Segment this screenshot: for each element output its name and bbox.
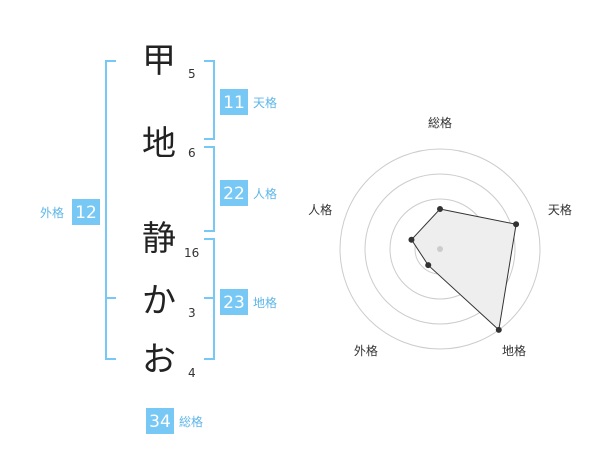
badge-gaikaku-box	[72, 199, 100, 225]
stroke-count-3: 16	[184, 246, 199, 260]
name-char-3: 静	[142, 219, 176, 259]
name-char-2: 地	[142, 124, 176, 164]
badge-jinkaku: 22 人格	[220, 180, 277, 206]
radar-polygon	[410, 208, 517, 331]
radar-axis-label-5: 人格	[308, 202, 332, 217]
badge-soukaku-box	[146, 408, 174, 434]
radar-center-dot	[437, 246, 443, 252]
radar-ring-3	[364, 173, 516, 325]
badge-gaikaku: 12 外格	[40, 199, 100, 225]
soukaku-value: 34	[149, 412, 171, 432]
radar-axis-label-3: 地格	[502, 343, 526, 358]
radar-point-4	[425, 262, 432, 269]
brackets	[105, 60, 215, 360]
radar-point-1	[437, 206, 443, 212]
tenkaku-value: 11	[223, 93, 245, 113]
badge-chikaku-box	[220, 289, 248, 315]
radar-point-3	[495, 326, 502, 333]
radar-axis-label-1: 総格	[428, 115, 452, 130]
chikaku-value: 23	[223, 293, 245, 313]
stroke-count-4: 3	[188, 306, 196, 320]
stroke-count-5: 4	[188, 366, 196, 380]
radar-ring-4	[339, 148, 541, 350]
chikaku-label: 地格	[253, 295, 277, 310]
radar-point-5	[408, 236, 415, 243]
badge-tenkaku-box	[220, 89, 248, 115]
badge-jinkaku-box	[220, 180, 248, 206]
badge-chikaku: 23 地格	[220, 289, 277, 315]
radar-axis-label-2: 天格	[548, 202, 572, 217]
badge-tenkaku: 11 天格	[220, 89, 277, 115]
name-breakdown: 甲 地 静 か お 5 6 16 3 4 11 天格 22 人格	[40, 41, 277, 434]
soukaku-label: 総格	[179, 414, 203, 429]
gaikaku-value: 12	[75, 203, 97, 223]
radar-points	[408, 206, 520, 333]
name-char-1: 甲	[142, 41, 176, 81]
badge-soukaku: 34 総格	[146, 408, 203, 434]
bracket-gaikaku	[105, 60, 116, 360]
name-char-5: お	[142, 340, 176, 380]
jinkaku-value: 22	[223, 184, 245, 204]
tenkaku-label: 天格	[253, 95, 277, 110]
gaikaku-label: 外格	[40, 205, 64, 220]
bracket-tenkaku	[204, 60, 215, 140]
name-char-4: か	[142, 281, 176, 321]
stroke-count-2: 6	[188, 146, 196, 160]
bracket-jinkaku	[204, 146, 215, 232]
radar-point-2	[513, 221, 520, 228]
jinkaku-label: 人格	[253, 186, 277, 201]
radar-axis-label-4: 外格	[354, 343, 378, 358]
stroke-count-1: 5	[188, 67, 196, 81]
